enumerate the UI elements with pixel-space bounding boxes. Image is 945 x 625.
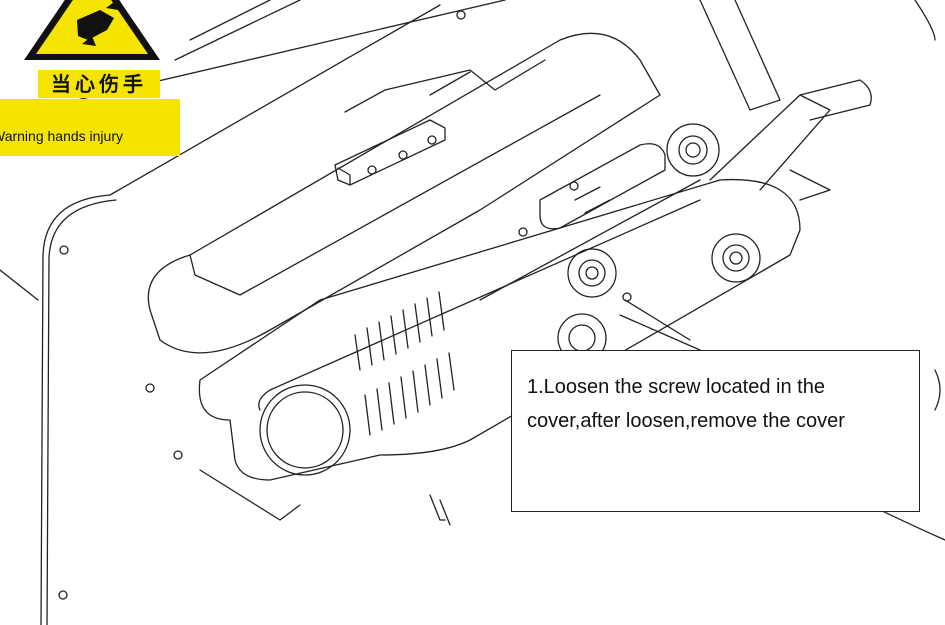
warning-label-cn: 当心伤手 xyxy=(38,70,160,98)
hand-crush-warning-icon xyxy=(24,0,160,60)
cover-bracket xyxy=(334,119,446,186)
roller-left xyxy=(259,384,351,476)
upper-cover xyxy=(147,32,661,354)
vent-grille-lower xyxy=(364,352,455,436)
roller-top xyxy=(666,123,720,177)
slot-plate xyxy=(539,143,666,230)
instruction-callout: 1.Loosen the screw located in the cover,… xyxy=(511,350,920,512)
lower-housing xyxy=(198,178,801,481)
vent-grille-upper xyxy=(354,291,445,371)
instruction-text: 1.Loosen the screw located in the cover,… xyxy=(527,376,845,432)
callout-leader xyxy=(619,299,701,351)
roller-right xyxy=(711,233,761,283)
base-plate-outline xyxy=(0,0,506,119)
top-bracket xyxy=(699,0,781,111)
base-plate-edge-inner xyxy=(46,199,117,625)
warning-label-en: Warning hands injury xyxy=(0,99,180,156)
base-plate-edge-outer xyxy=(40,194,111,625)
roller-mid xyxy=(567,248,617,298)
handle xyxy=(799,79,872,121)
